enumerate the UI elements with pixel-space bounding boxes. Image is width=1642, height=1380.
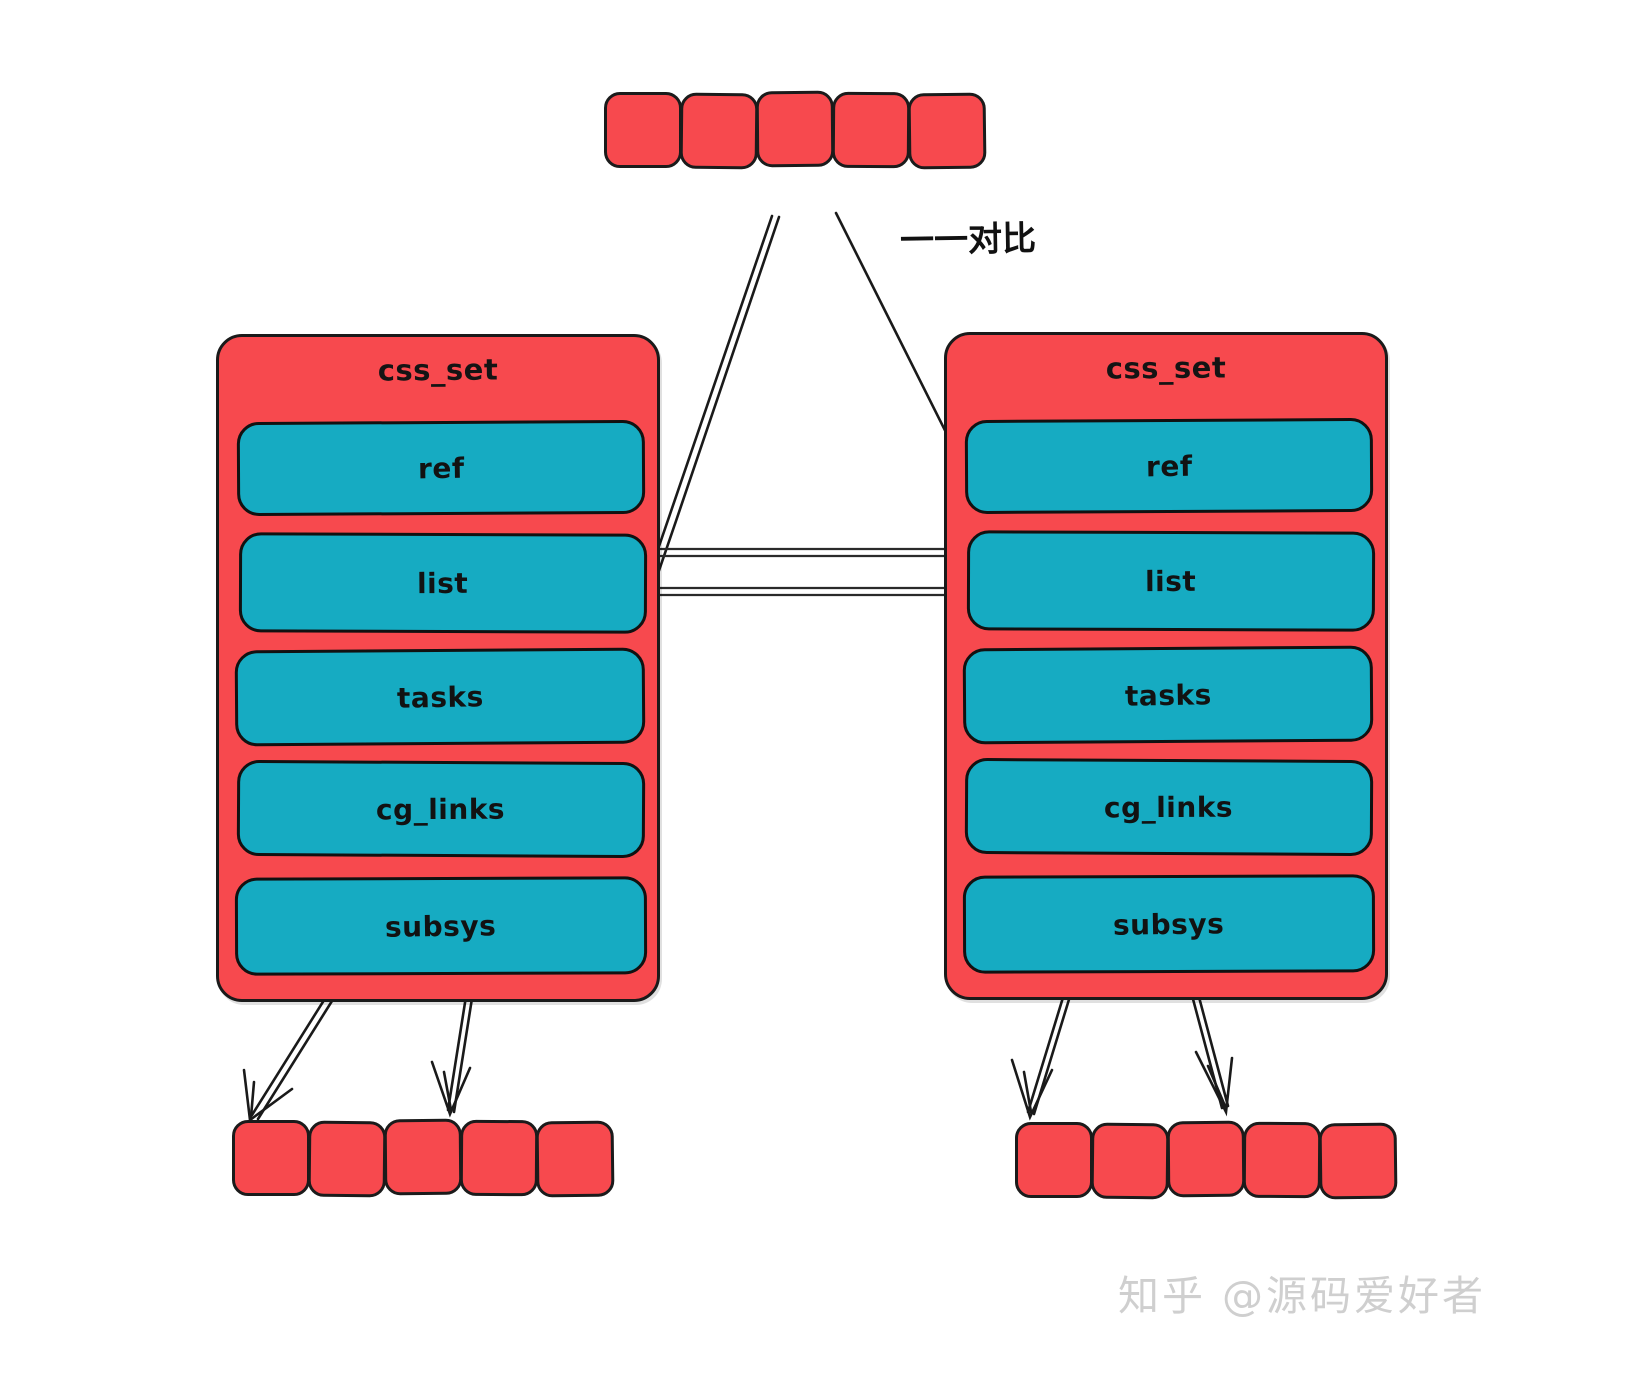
bottom-left-square-5 <box>535 1120 615 1198</box>
left-field-tasks: tasks <box>234 647 646 747</box>
right-field-tasks-label: tasks <box>1124 677 1212 713</box>
left-field-subsys: subsys <box>234 876 648 976</box>
left-field-cg-links-label: cg_links <box>376 792 506 826</box>
left-css-set-panel: css_set ref list tasks cg_links subsys <box>216 334 660 1002</box>
right-field-subsys-label: subsys <box>1113 906 1225 942</box>
right-field-tasks: tasks <box>962 645 1374 745</box>
left-field-ref: ref <box>236 419 646 517</box>
left-field-list: list <box>238 532 648 634</box>
bottom-right-square-strip <box>1015 1120 1398 1200</box>
top-square-strip <box>604 90 987 170</box>
right-field-list: list <box>966 530 1376 632</box>
bottom-right-square-2 <box>1090 1122 1170 1200</box>
top-square-3 <box>755 90 835 168</box>
zhihu-watermark: 知乎 @源码爱好者 <box>1118 1272 1487 1320</box>
bottom-left-square-1 <box>232 1120 310 1196</box>
top-square-1 <box>604 92 682 168</box>
right-field-cg-links-label: cg_links <box>1104 790 1234 824</box>
right-field-cg-links: cg_links <box>964 757 1374 857</box>
bottom-left-square-3 <box>383 1118 463 1196</box>
right-css-set-panel: css_set ref list tasks cg_links subsys <box>944 332 1388 1000</box>
top-square-5 <box>907 92 987 170</box>
comparison-annotation: 一一对比 <box>899 218 1037 262</box>
right-field-list-label: list <box>1145 564 1197 598</box>
left-field-subsys-label: subsys <box>385 908 497 944</box>
bottom-left-square-strip <box>232 1118 615 1198</box>
bottom-right-square-4 <box>1242 1121 1322 1199</box>
left-field-tasks-label: tasks <box>396 679 484 715</box>
right-field-subsys: subsys <box>962 874 1376 974</box>
bottom-left-square-2 <box>307 1120 387 1198</box>
top-square-4 <box>831 91 911 169</box>
right-css-set-title: css_set <box>1105 350 1227 386</box>
bottom-right-square-3 <box>1166 1120 1246 1198</box>
top-square-2 <box>679 92 759 170</box>
left-field-cg-links: cg_links <box>236 759 646 859</box>
bottom-right-square-5 <box>1318 1122 1398 1200</box>
left-css-set-title: css_set <box>377 352 499 388</box>
left-field-list-label: list <box>417 566 469 600</box>
left-field-ref-label: ref <box>417 451 465 485</box>
bottom-left-square-4 <box>459 1119 539 1197</box>
right-field-ref-label: ref <box>1145 449 1193 483</box>
bottom-right-square-1 <box>1015 1122 1093 1198</box>
right-field-ref: ref <box>964 417 1374 515</box>
